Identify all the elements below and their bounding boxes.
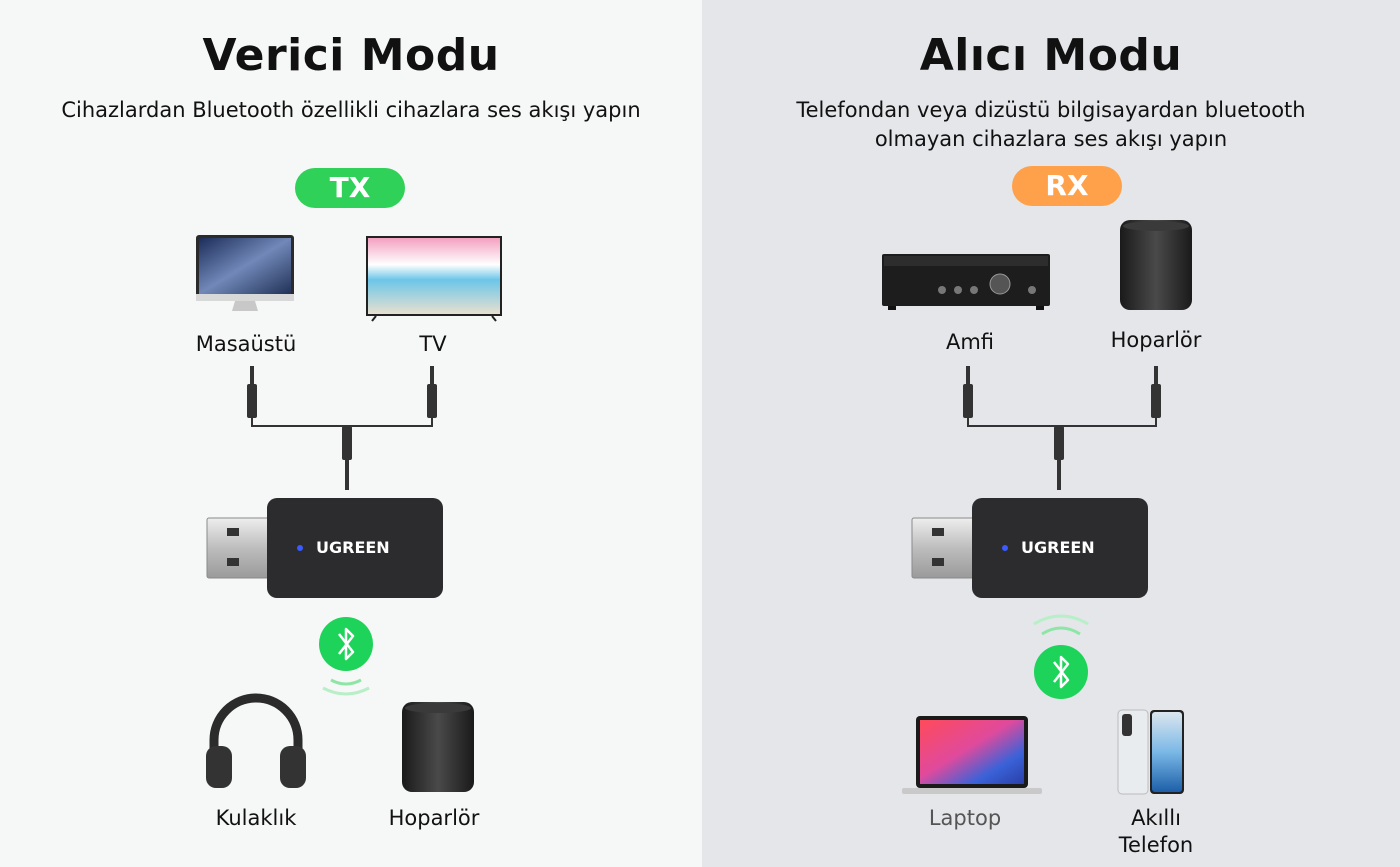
rx-badge: RX [1012,166,1122,206]
usb-dongle-icon [206,498,443,598]
smartphone-icon [1117,709,1184,795]
device-label-smartphone-line2: Telefon [1118,833,1194,857]
speaker-icon [402,702,474,792]
desktop-monitor-icon [196,235,294,311]
dongle-brand: UGREEN [1021,538,1095,557]
bluetooth-icon [1033,614,1089,699]
device-label-desktop: Masaüstü [195,332,297,356]
receiver-mode-panel: Alıcı Modu Telefondan veya dizüstü bilgi… [702,0,1400,867]
device-label-amplifier: Amfi [945,330,995,354]
device-label-smartphone-line1: Akıllı [1131,806,1181,830]
panel-title: Alıcı Modu [919,30,1183,81]
device-label-tv: TV [419,332,447,356]
device-label-speaker: Hoparlör [388,806,480,830]
dongle-brand: UGREEN [316,538,390,557]
aux-cable-icon [247,366,437,490]
headphones-icon [206,693,306,788]
speaker-icon [1120,220,1192,310]
amplifier-icon [882,254,1050,310]
device-label-speaker: Hoparlör [1110,328,1202,352]
device-label-headphones: Kulaklık [215,806,297,830]
panel-title: Verici Modu [202,30,500,81]
tx-badge: TX [295,168,405,208]
usb-dongle-icon [911,498,1148,598]
panel-subtitle: Cihazlardan Bluetooth özellikli cihazlar… [61,98,641,122]
panel-subtitle-line2: olmayan cihazlara ses akışı yapın [874,127,1228,151]
transmitter-mode-panel: Verici Modu Cihazlardan Bluetooth özelli… [61,30,641,830]
tv-icon [366,236,502,322]
laptop-icon [902,716,1042,794]
bluetooth-icon [319,617,373,696]
aux-cable-icon [963,366,1161,490]
panel-subtitle-line1: Telefondan veya dizüstü bilgisayardan bl… [796,98,1306,122]
device-label-laptop: Laptop [928,806,1002,830]
